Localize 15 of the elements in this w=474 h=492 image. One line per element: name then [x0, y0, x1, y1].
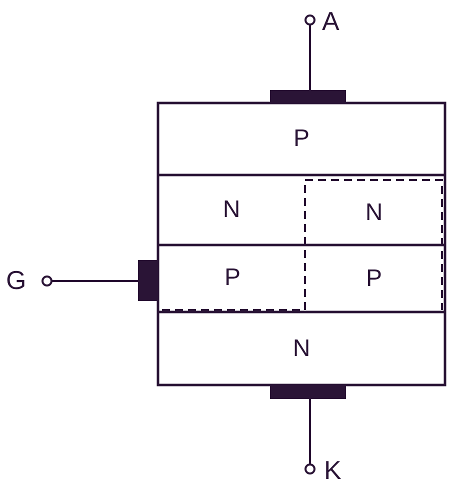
- terminal-label: K: [324, 457, 342, 483]
- terminal-lead: [304, 399, 316, 474]
- terminal-label: G: [6, 267, 26, 293]
- layer-label: N: [160, 314, 443, 383]
- terminal-lead: [42, 276, 138, 286]
- layer-label: N: [160, 177, 303, 243]
- contact-pad: [270, 90, 346, 103]
- terminal-lead: [304, 14, 316, 90]
- contact-pad: [138, 260, 158, 301]
- terminal-label: A: [322, 8, 340, 34]
- layer-label: P: [307, 247, 441, 310]
- contact-pad: [270, 385, 346, 399]
- layer-label: P: [162, 247, 303, 308]
- layer-label: P: [160, 105, 443, 173]
- layer-label: N: [307, 182, 441, 243]
